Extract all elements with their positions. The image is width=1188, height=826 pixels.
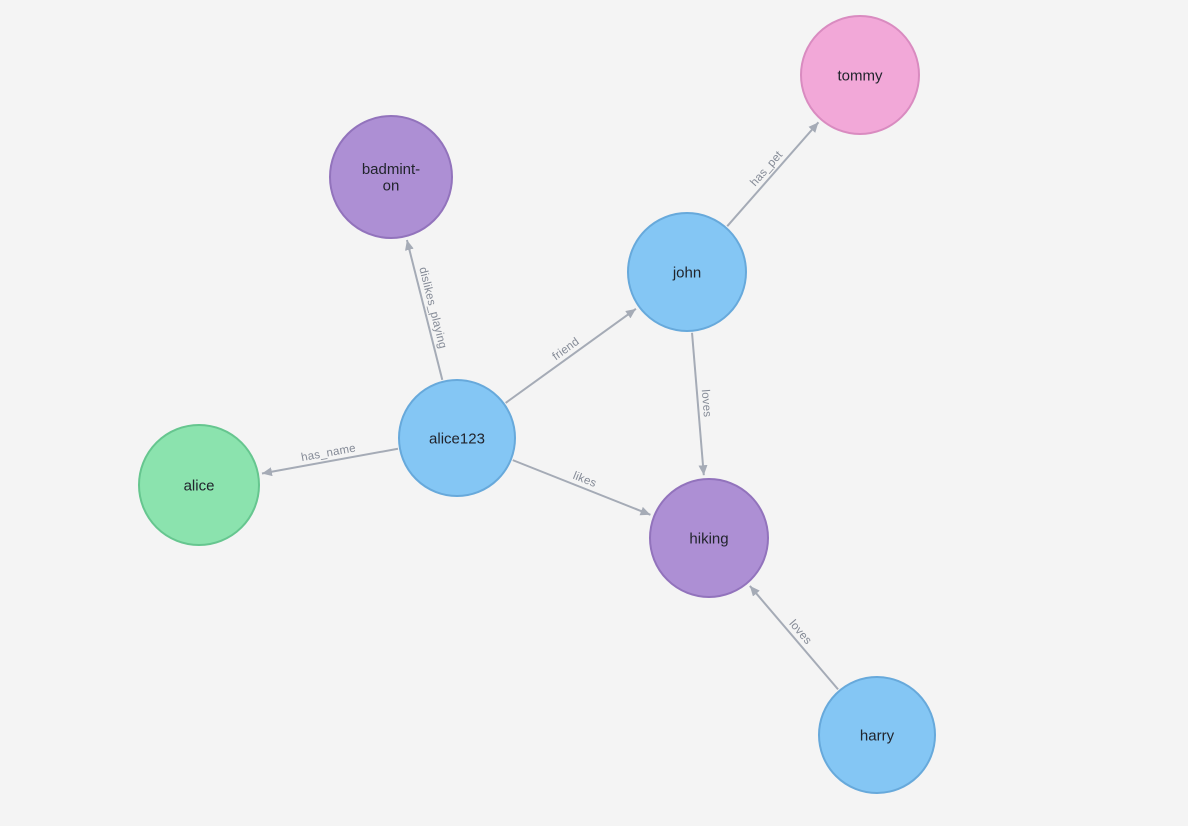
edge-line — [749, 585, 839, 690]
node-badminton[interactable]: badmint-on — [329, 115, 453, 239]
node-alice[interactable]: alice — [138, 424, 260, 546]
node-circle — [818, 676, 936, 794]
edge-alice123-has_name-alice[interactable]: has_name — [261, 442, 399, 477]
edge-line — [691, 332, 708, 476]
node-circle — [800, 15, 920, 135]
node-hiking[interactable]: hiking — [649, 478, 769, 598]
node-circle — [627, 212, 747, 332]
edge-harry-loves-hiking[interactable]: loves — [749, 585, 839, 690]
edge-john-has_pet-tommy[interactable]: has_pet — [726, 121, 820, 227]
node-circle — [329, 115, 453, 239]
node-circle — [398, 379, 516, 497]
node-harry[interactable]: harry — [818, 676, 936, 794]
edge-label: has_pet — [748, 149, 785, 189]
node-tommy[interactable]: tommy — [800, 15, 920, 135]
edge-label: loves — [699, 389, 713, 418]
edge-alice123-dislikes_playing-badminton[interactable]: dislikes_playing — [405, 239, 449, 381]
edge-line — [505, 308, 637, 404]
node-john[interactable]: john — [627, 212, 747, 332]
edge-john-loves-hiking[interactable]: loves — [691, 332, 713, 476]
edge-line — [726, 121, 820, 227]
node-circle — [138, 424, 260, 546]
edge-line — [512, 459, 651, 516]
edge-line — [405, 239, 444, 381]
edge-line — [261, 447, 399, 477]
node-alice123[interactable]: alice123 — [398, 379, 516, 497]
edge-alice123-friend-john[interactable]: friend — [505, 308, 637, 404]
node-circle — [649, 478, 769, 598]
edge-alice123-likes-hiking[interactable]: likes — [512, 459, 651, 516]
edge-label: likes — [571, 470, 598, 490]
